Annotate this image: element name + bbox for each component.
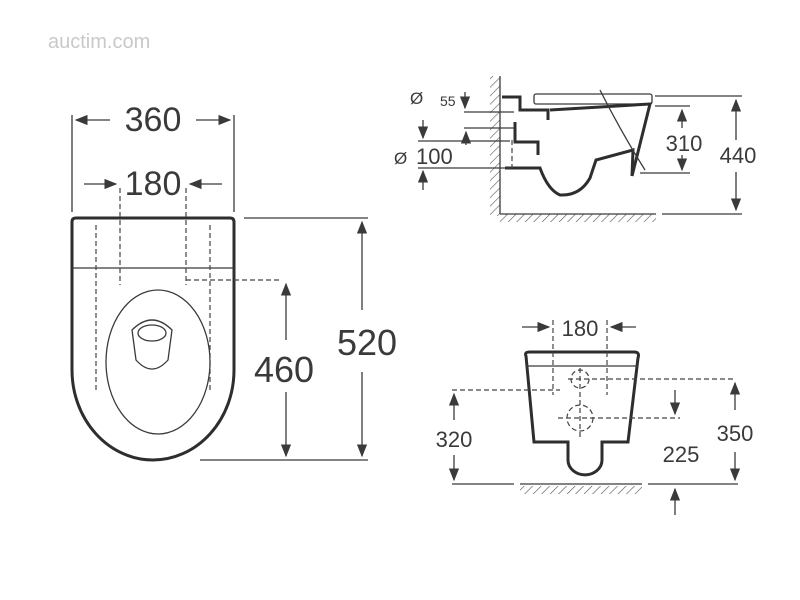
diameter-symbol: Ø [394, 149, 407, 168]
bowl-well [131, 319, 173, 370]
dim-inlet-350: 350 [717, 421, 754, 446]
diameter-symbol: Ø [410, 89, 423, 108]
rear-view: 180 320 350 225 [436, 316, 754, 515]
seat-lid [533, 93, 653, 105]
dim-fixing-180: 180 [125, 165, 182, 203]
top-view: 360 180 520 460 [70, 101, 397, 462]
dim-fixing-180: 180 [562, 316, 599, 341]
bowl-outline [70, 216, 236, 462]
dim-height-440: 440 [720, 143, 757, 168]
seat-opening [105, 289, 211, 435]
dim-inlet-55: 55 [440, 93, 456, 109]
dim-width-360: 360 [125, 101, 182, 139]
side-view: Ø 55 Ø 100 310 440 [394, 76, 756, 222]
dim-length-520: 520 [337, 322, 397, 363]
dim-outlet-310: 310 [666, 131, 703, 156]
dim-length-460: 460 [254, 349, 314, 390]
dim-outlet-100: 100 [416, 144, 453, 169]
dim-outlet-225: 225 [663, 442, 700, 467]
dim-fixing-320: 320 [436, 427, 473, 452]
watermark: auctim.com [48, 31, 150, 53]
